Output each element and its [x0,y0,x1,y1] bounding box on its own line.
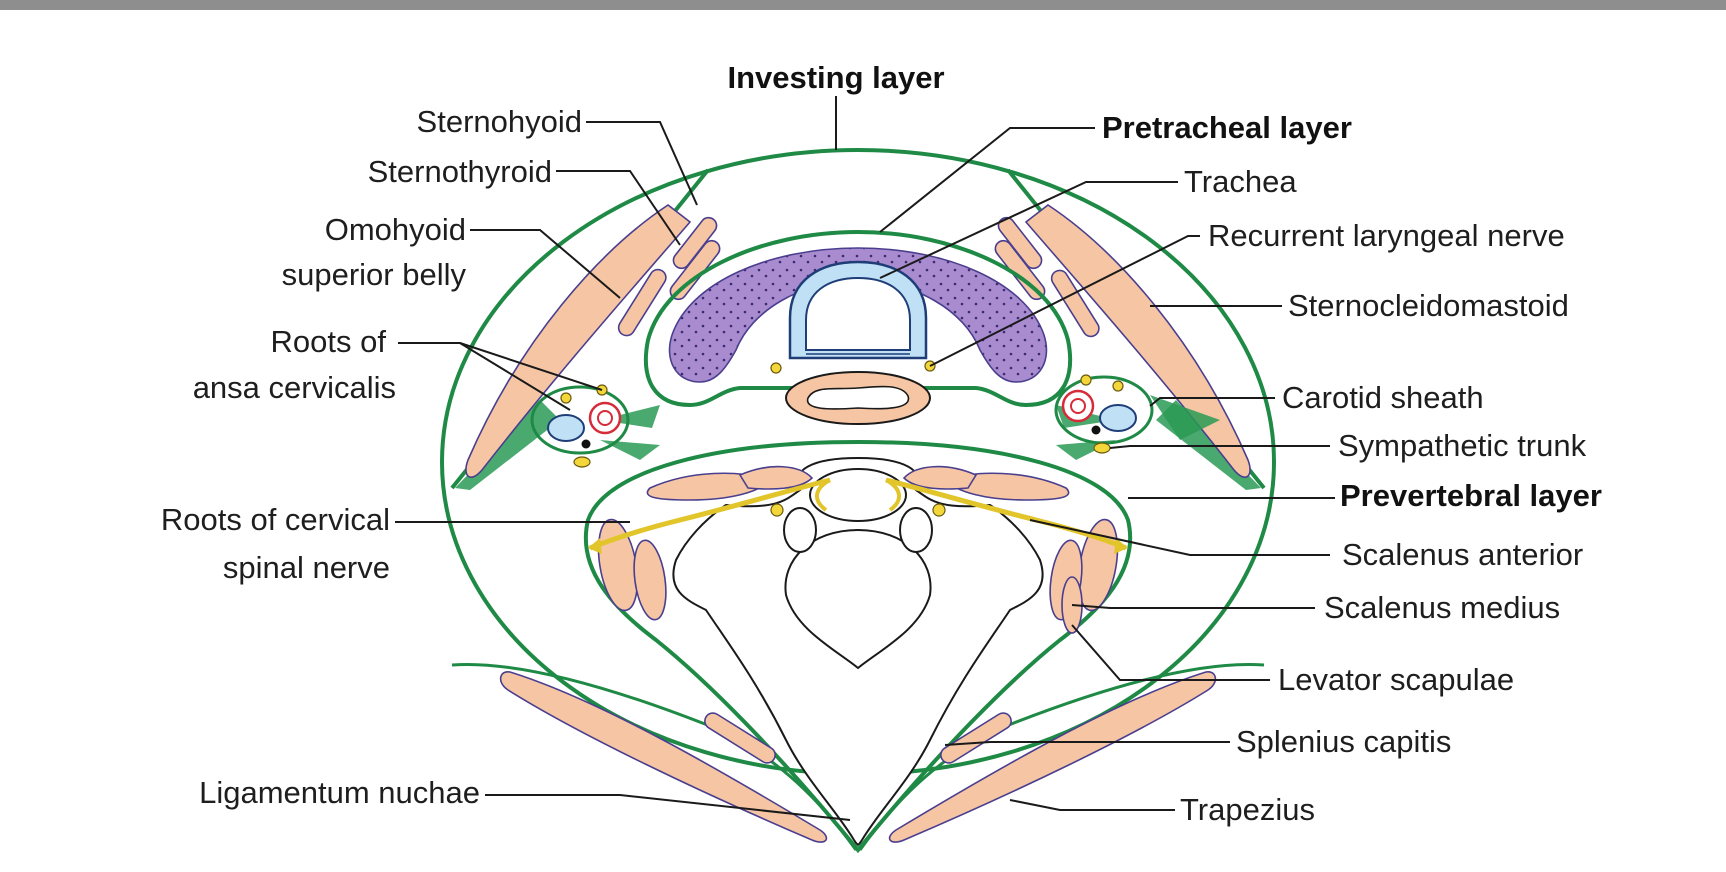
sternocleidomastoid-left [465,204,692,478]
sternocleidomastoid-right [1024,204,1251,478]
label-prevertebral-layer: Prevertebral layer [1340,478,1602,513]
label-ligamentum-nuchae: Ligamentum nuchae [199,775,480,810]
recurrent-laryngeal-nerve-left [770,362,782,374]
label-scalenus-anterior: Scalenus anterior [1342,537,1583,572]
label-omohyoid-line1: Omohyoid [325,212,466,247]
cervical-spinal-nerves [588,477,1128,554]
label-cervical-line2: spinal nerve [223,550,390,585]
label-trapezius: Trapezius [1180,792,1315,827]
trapezius-left [499,671,828,843]
top-border-bar [0,0,1726,10]
leader-lines [395,96,1335,821]
label-ansa-line2: ansa cervicalis [193,370,396,405]
label-cervical-line1: Roots of cervical [161,502,390,537]
trapezius-right [888,671,1217,843]
label-splenius-capitis: Splenius capitis [1236,724,1451,759]
label-pretracheal-layer: Pretracheal layer [1102,110,1352,145]
label-sternothyroid: Sternothyroid [368,154,552,189]
label-levator-scapulae: Levator scapulae [1278,662,1514,697]
splenius-capitis-left [704,712,776,764]
label-recurrent-laryngeal-nerve: Recurrent laryngeal nerve [1208,218,1565,253]
label-ansa-line1: Roots of [271,324,387,359]
label-sternocleidomastoid: Sternocleidomastoid [1288,288,1569,323]
label-carotid-sheath: Carotid sheath [1282,380,1484,415]
carotid-sheath-left [530,384,660,468]
label-sympathetic-trunk: Sympathetic trunk [1338,428,1587,463]
label-scalenus-medius: Scalenus medius [1324,590,1560,625]
label-omohyoid-line2: superior belly [282,257,467,292]
splenius-capitis-right [940,712,1012,764]
cervical-vertebra [672,456,1044,846]
carotid-sheath-right [1054,374,1220,460]
labels: Investing layer Pretracheal layer Prever… [161,60,1602,827]
label-sternohyoid: Sternohyoid [417,104,582,139]
label-investing-layer: Investing layer [727,60,944,95]
label-trachea: Trachea [1184,164,1297,199]
strap-muscles [617,216,1100,338]
